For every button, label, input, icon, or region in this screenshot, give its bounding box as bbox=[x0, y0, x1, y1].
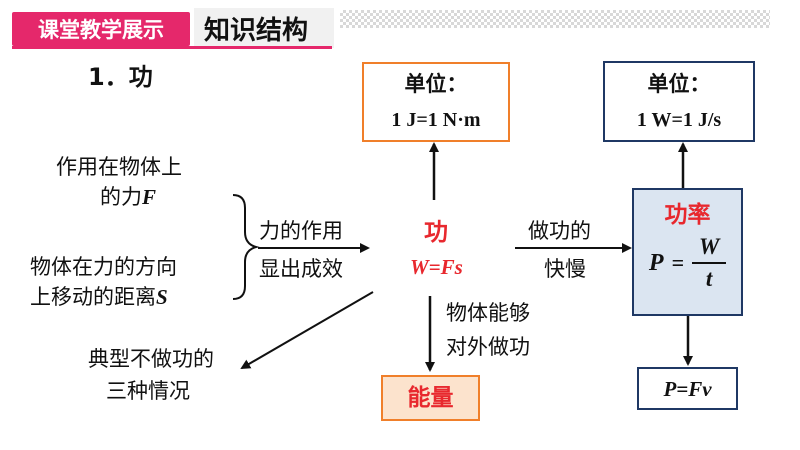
label-energy-line1: 物体能够 bbox=[446, 301, 530, 325]
arrow-to-no-work bbox=[240, 291, 374, 370]
work-label: 功 bbox=[424, 218, 448, 246]
distance-symbol: S bbox=[156, 285, 168, 309]
distance-line2-text: 上移动的距离 bbox=[30, 285, 156, 309]
fraction-bar bbox=[692, 262, 727, 264]
header-badge: 课堂教学展示 bbox=[12, 12, 190, 46]
work-unit-label: 单位： bbox=[404, 72, 468, 96]
power-numerator: W bbox=[698, 234, 720, 259]
work-unit-value: 1 J=1 N·m bbox=[391, 109, 481, 131]
section-title: 1．功 bbox=[88, 63, 153, 91]
header-underline bbox=[12, 46, 332, 49]
label-rate-line1: 做功的 bbox=[528, 219, 591, 243]
power-box: 功率 P = W t bbox=[632, 188, 743, 316]
energy-box: 能量 bbox=[381, 375, 480, 421]
header-tab: 知识结构 bbox=[194, 8, 334, 48]
force-symbol: F bbox=[142, 185, 157, 209]
power-formula: P = W t bbox=[648, 234, 727, 292]
input-brace bbox=[232, 194, 260, 300]
power-formula2-box: P=Fv bbox=[637, 367, 738, 410]
label-no-work-line1: 典型不做功的 bbox=[88, 347, 214, 371]
work-formula: W=Fs bbox=[410, 255, 463, 279]
power-fraction: W t bbox=[692, 234, 727, 292]
power-unit-label: 单位： bbox=[647, 71, 711, 96]
power-lhs: P bbox=[648, 249, 664, 276]
label-rate-line2: 快慢 bbox=[544, 257, 586, 281]
force-line2-text: 的力 bbox=[100, 185, 142, 209]
power-eq: = bbox=[671, 250, 685, 275]
distance-line2: 上移动的距离S bbox=[30, 282, 168, 312]
work-unit-box: 单位： 1 J=1 N·m bbox=[362, 62, 510, 142]
force-line2: 的力F bbox=[100, 182, 156, 212]
label-force-effect: 力的作用 bbox=[259, 219, 343, 243]
label-energy-line2: 对外做功 bbox=[446, 335, 530, 359]
header-pattern bbox=[340, 10, 770, 28]
power-denominator: t bbox=[705, 266, 713, 291]
power-formula2: P=Fv bbox=[663, 376, 712, 401]
label-no-work-line2: 三种情况 bbox=[106, 379, 190, 403]
power-unit-box: 单位： 1 W=1 J/s bbox=[603, 61, 755, 142]
power-unit-value: 1 W=1 J/s bbox=[636, 108, 722, 131]
force-line1: 作用在物体上 bbox=[56, 155, 182, 179]
distance-line1: 物体在力的方向 bbox=[30, 255, 177, 279]
label-show-result: 显出成效 bbox=[259, 257, 343, 281]
power-label: 功率 bbox=[664, 202, 711, 228]
energy-label: 能量 bbox=[407, 385, 454, 411]
